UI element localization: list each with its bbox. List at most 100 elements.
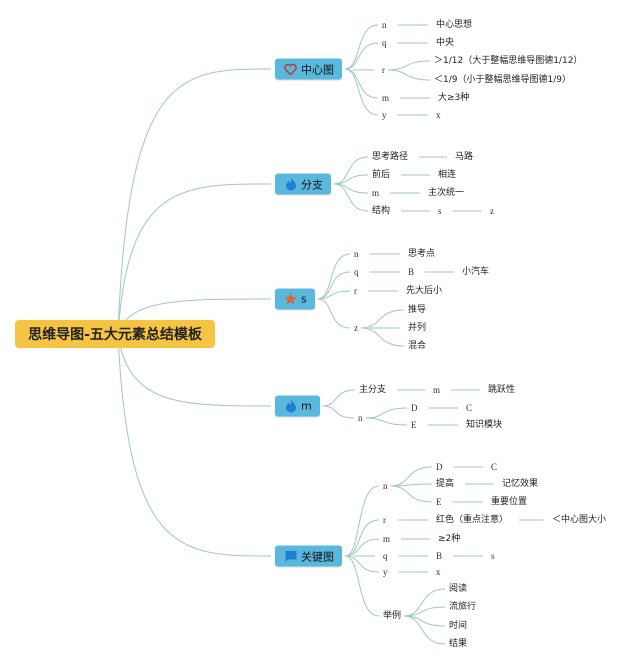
node[interactable]: 结构 xyxy=(372,206,391,216)
connector-line xyxy=(360,309,405,329)
connector-line xyxy=(117,183,272,335)
node[interactable]: 先大后小 xyxy=(406,286,443,296)
node[interactable]: 主次统一 xyxy=(428,188,465,198)
node[interactable]: 记忆效果 xyxy=(502,479,539,489)
topic-label: 分支 xyxy=(301,178,323,191)
topic-label: 关键图 xyxy=(301,550,334,563)
node[interactable]: D xyxy=(411,403,418,413)
connector-line xyxy=(365,417,408,426)
connector-line xyxy=(117,333,272,557)
connector-line xyxy=(344,519,380,557)
node[interactable]: z xyxy=(490,206,494,216)
connector-line xyxy=(117,333,272,407)
node[interactable]: r xyxy=(354,286,357,296)
topic-label: m xyxy=(301,399,312,413)
node[interactable]: ＜中心图大小 xyxy=(552,515,607,525)
connector-line xyxy=(322,389,356,407)
node[interactable]: n xyxy=(382,20,387,30)
star-icon xyxy=(284,293,297,306)
node[interactable]: n xyxy=(383,481,388,491)
connector-line xyxy=(390,466,433,487)
node[interactable]: ＜1/9（小于整幅思维导图德1/9） xyxy=(434,75,571,85)
node[interactable]: m xyxy=(372,188,380,198)
node[interactable]: 结果 xyxy=(449,639,468,649)
node[interactable]: n xyxy=(354,249,359,259)
connector-line xyxy=(390,485,433,503)
topic-node-center-image[interactable]: 中心图 xyxy=(275,58,342,80)
node[interactable]: 思考路径 xyxy=(372,152,409,162)
node[interactable]: E xyxy=(411,420,417,430)
node[interactable]: 大≥3种 xyxy=(438,93,470,103)
node[interactable]: C xyxy=(491,462,498,472)
flame-icon xyxy=(284,178,297,191)
topic-node-branch[interactable]: 分支 xyxy=(275,173,331,195)
node[interactable]: m xyxy=(383,534,391,544)
node[interactable]: 提高 xyxy=(436,479,455,489)
node[interactable]: 小汽车 xyxy=(462,267,490,277)
node[interactable]: ＞1/12（大于整幅思维导图德1/12） xyxy=(434,56,583,66)
connector-line xyxy=(344,538,380,557)
node[interactable]: 相连 xyxy=(438,170,457,180)
node[interactable]: 并列 xyxy=(408,323,427,333)
node[interactable]: E xyxy=(436,497,442,507)
node[interactable]: r xyxy=(383,515,386,525)
connector-line xyxy=(317,298,351,329)
connector-line xyxy=(387,60,431,71)
connector-line xyxy=(344,555,380,617)
node[interactable]: B xyxy=(408,267,415,277)
connector-line xyxy=(317,290,351,300)
node[interactable]: x xyxy=(436,567,441,577)
node[interactable]: 流旅行 xyxy=(449,602,477,612)
node[interactable]: y xyxy=(383,567,388,577)
node[interactable]: C xyxy=(466,403,473,413)
connector-line xyxy=(333,183,369,212)
connector-line xyxy=(344,555,380,573)
node[interactable]: 前后 xyxy=(372,170,391,180)
node[interactable]: D xyxy=(436,462,443,472)
node[interactable]: 红色（重点注意） xyxy=(436,515,509,525)
node[interactable]: 跳跃性 xyxy=(488,385,516,395)
node[interactable]: 主分支 xyxy=(359,385,387,395)
node[interactable]: q xyxy=(383,551,388,561)
node[interactable]: 混合 xyxy=(408,341,427,351)
node[interactable]: 马路 xyxy=(455,152,474,162)
topic-node-key-image[interactable]: 关键图 xyxy=(275,545,342,567)
node[interactable]: 重要位置 xyxy=(491,497,528,507)
node[interactable]: s xyxy=(438,206,442,216)
node[interactable]: 推导 xyxy=(408,305,427,315)
flame-icon xyxy=(284,400,297,413)
node[interactable]: m xyxy=(382,93,390,103)
connector-line xyxy=(344,42,379,70)
connector-line xyxy=(344,24,379,70)
node[interactable]: z xyxy=(354,323,358,333)
node[interactable]: s xyxy=(491,551,495,561)
node[interactable]: n xyxy=(358,413,363,423)
node[interactable]: 中心思想 xyxy=(436,20,473,30)
node[interactable]: q xyxy=(382,38,387,48)
node[interactable]: r xyxy=(382,65,385,75)
topic-node-s[interactable]: s xyxy=(275,288,315,310)
connector-line xyxy=(344,68,379,99)
node[interactable]: q xyxy=(354,267,359,277)
node[interactable]: x xyxy=(436,110,441,120)
topic-node-m[interactable]: m xyxy=(275,395,320,417)
connector-line xyxy=(344,68,379,116)
node[interactable]: 思考点 xyxy=(408,249,436,259)
connector-line xyxy=(344,485,380,557)
connector-line xyxy=(365,407,408,419)
node[interactable]: 举例 xyxy=(383,611,402,621)
connector-line xyxy=(403,588,446,617)
node[interactable]: m xyxy=(433,385,441,395)
node[interactable]: ≥2种 xyxy=(438,534,461,544)
node[interactable]: 阅读 xyxy=(449,584,468,594)
node[interactable]: y xyxy=(382,110,387,120)
connector-line xyxy=(360,327,405,347)
connector-line xyxy=(317,253,351,300)
node[interactable]: 知识模块 xyxy=(466,420,503,430)
root-node[interactable]: 思维导图-五大元素总结模板 xyxy=(15,320,215,348)
node[interactable]: 时间 xyxy=(449,621,468,631)
node[interactable]: B xyxy=(436,551,443,561)
node[interactable]: 中央 xyxy=(436,38,455,48)
